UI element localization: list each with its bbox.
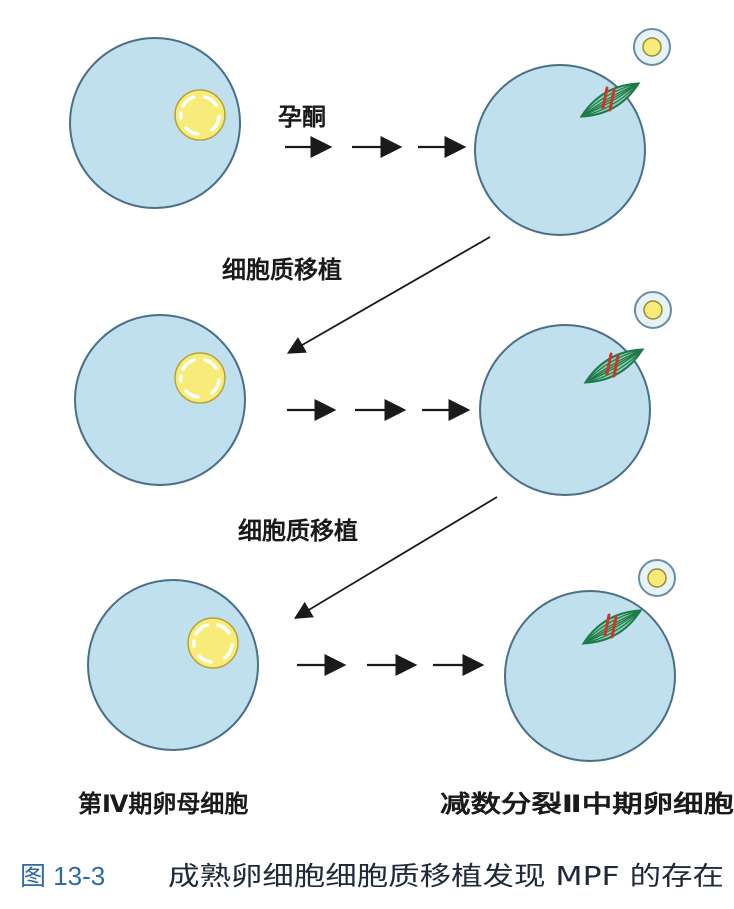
progesterone-label: 孕酮 — [278, 103, 326, 131]
polar-body-icon — [634, 291, 672, 329]
nucleus-icon — [173, 351, 227, 405]
oocyte-row3-left — [87, 579, 259, 751]
egg-row2-right — [479, 291, 672, 496]
transplant-arrow-2 — [293, 496, 498, 619]
transplant-label-2: 细胞质移植 — [238, 517, 358, 545]
stage-iv-oocyte-label: 第Ⅳ期卵母细胞 — [78, 790, 248, 818]
polar-body-icon — [638, 559, 676, 597]
nucleus-icon — [186, 616, 240, 670]
polar-body-icon — [633, 28, 671, 66]
figure-number: 图 13-3 — [20, 861, 105, 891]
transplant-arrow-1 — [286, 236, 491, 354]
egg-row1-right — [474, 28, 671, 236]
figure-caption: 成熟卵细胞细胞质移植发现 MPF 的存在 — [168, 862, 724, 892]
egg-row3-right — [504, 559, 676, 762]
nucleus-icon — [173, 88, 227, 142]
oocyte-row1-left — [69, 37, 241, 209]
transplant-label-1: 细胞质移植 — [222, 256, 342, 284]
meiosis-ii-egg-label: 减数分裂Ⅱ中期卵细胞 — [440, 790, 734, 818]
oocyte-row2-left — [74, 314, 246, 486]
